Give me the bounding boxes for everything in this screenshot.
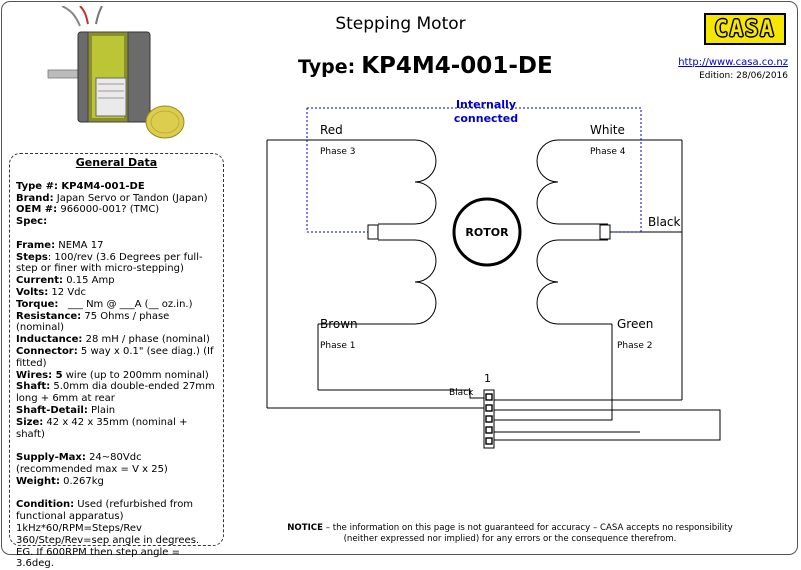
connector-pin xyxy=(486,405,492,411)
internal-note-line1: Internally xyxy=(456,98,516,111)
wire-label-black-right: Black xyxy=(648,215,681,229)
connector-pin1-label: 1 xyxy=(484,372,491,385)
connector-pin xyxy=(486,416,492,422)
right-coil-lower xyxy=(537,240,612,324)
left-coil-lower xyxy=(318,240,436,324)
wiring-diagram: ROTOR Internally connected Red Phase 3 W… xyxy=(0,0,801,558)
connector-block xyxy=(484,390,494,448)
notice-text2: (neither expressed nor implied) for any … xyxy=(230,534,790,545)
phase-label-2: Phase 2 xyxy=(617,341,652,351)
phase-label-1: Phase 1 xyxy=(320,341,355,351)
left-terminal xyxy=(368,225,378,239)
rotor-label: ROTOR xyxy=(465,226,509,239)
connector-pin xyxy=(486,427,492,433)
wire-label-white: White xyxy=(590,123,625,137)
notice: NOTICE – the information on this page is… xyxy=(230,523,790,545)
connector-pin xyxy=(486,438,492,444)
phase-label-4: Phase 4 xyxy=(590,147,626,157)
connector-pin xyxy=(486,394,492,400)
connector-black-label: Black xyxy=(449,388,474,398)
notice-text: – the information on this page is not gu… xyxy=(323,523,733,533)
wire-label-brown: Brown xyxy=(320,317,358,331)
wire-label-red: Red xyxy=(320,123,343,137)
internal-note-line2: connected xyxy=(454,112,518,125)
right-terminal xyxy=(600,225,610,239)
wire-label-green: Green xyxy=(617,317,653,331)
notice-label: NOTICE xyxy=(287,523,323,533)
left-coil xyxy=(378,140,436,224)
phase-label-3: Phase 3 xyxy=(320,147,355,157)
